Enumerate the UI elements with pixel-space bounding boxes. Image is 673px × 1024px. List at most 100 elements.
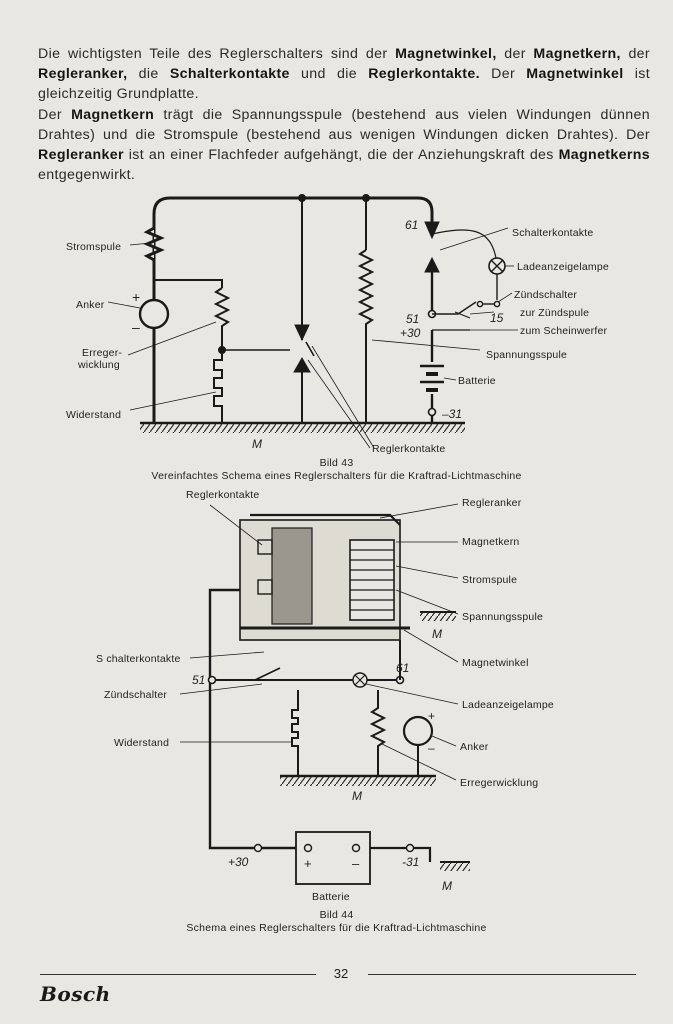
resistor-symbol <box>291 690 299 775</box>
label-stromspule: Stromspule <box>462 574 517 586</box>
text-run: der <box>496 46 534 62</box>
label-erregerwicklung-2: wicklung <box>77 359 120 371</box>
label-widerstand: Widerstand <box>66 409 121 421</box>
label-batterie: Batterie <box>312 891 350 903</box>
bold-term: Magnetwinkel <box>526 66 624 83</box>
bosch-logo: Bosch <box>40 982 111 1006</box>
label-masse: M <box>352 789 362 803</box>
text-run: die <box>127 66 170 83</box>
label-regleranker: Regleranker <box>462 497 522 509</box>
resistor-symbol <box>213 350 223 423</box>
label-widerstand: Widerstand <box>114 737 169 749</box>
label-erregerwicklung: Erregerwicklung <box>460 777 538 789</box>
battery-plus: + <box>304 856 312 871</box>
terminal-label-51: 51 <box>406 312 419 326</box>
label-anker: Anker <box>460 741 489 753</box>
battery-box <box>295 831 371 885</box>
label-ladeanzeigelampe: Ladeanzeigelampe <box>462 699 554 711</box>
text-run: ist gleichzeitig Grundplatte. <box>38 66 650 103</box>
text-run: Die wichtigsten Teile des Reglerschalter… <box>38 46 396 62</box>
label-zum-scheinwerfer: zum Scheinwerfer <box>520 325 608 337</box>
label-zur-zuendspule: zur Zündspule <box>520 307 589 319</box>
bold-term: Magnetwinkel, <box>395 46 497 62</box>
figure-44-caption: Bild 44 Schema eines Reglerschalters für… <box>0 909 673 935</box>
text-run: ist an einer Flachfeder aufgehängt, die … <box>123 147 559 164</box>
terminal-31 <box>405 843 415 853</box>
text-run: Der <box>38 106 72 123</box>
figure-43-title: Vereinfachtes Schema eines Reglerschalte… <box>151 470 522 482</box>
figure-44-schematic: + – + – Reglerkontakte Regleranker Magne… <box>96 489 554 903</box>
label-schalterkontakte: Schalterkontakte <box>512 227 593 239</box>
figure-43-schematic: + – <box>66 194 609 455</box>
terminal-label-61: 61 <box>396 661 409 675</box>
text-run: Der <box>479 66 527 83</box>
terminal-label-51: 51 <box>192 673 205 687</box>
label-masse-2: M <box>432 627 442 641</box>
label-magnetwinkel: Magnetwinkel <box>462 657 529 669</box>
current-coil-symbol <box>143 226 165 262</box>
label-spannungsspule: Spannungsspule <box>462 611 543 623</box>
ignition-switch-symbol <box>432 301 477 315</box>
regulator-contact-arrow <box>293 356 311 373</box>
armature-minus: – <box>428 741 435 755</box>
bold-term: Schalterkontakte <box>169 66 290 83</box>
text-run: entgegenwirkt. <box>38 167 136 184</box>
armature-plus: + <box>428 709 435 723</box>
intro-text: Die wichtigsten Teile des Reglerschalter… <box>38 44 650 185</box>
label-zuendschalter: Zündschalter <box>514 289 577 301</box>
label-masse: M <box>252 437 262 451</box>
figure-44-number: Bild 44 <box>319 909 354 921</box>
label-anker: Anker <box>76 299 105 311</box>
ignition-switch-symbol <box>254 667 281 681</box>
page-number: 32 <box>333 966 349 981</box>
footer-rule-right <box>368 974 636 975</box>
battery-minus: – <box>352 856 360 871</box>
label-reglerkontakte: Reglerkontakte <box>372 443 445 455</box>
bold-term: Magnetkern <box>71 106 155 123</box>
label-zuendschalter: Zündschalter <box>104 689 167 701</box>
label-schalterkontakte: S chalterkontakte <box>96 653 181 665</box>
armature-minus: – <box>132 319 140 335</box>
label-batterie: Batterie <box>458 375 496 387</box>
bold-term: Magnetkern, <box>533 46 621 62</box>
label-magnetkern: Magnetkern <box>462 536 519 548</box>
terminal-label-30: +30 <box>400 326 421 340</box>
intro-paragraph-1: Die wichtigsten Teile des Reglerschalter… <box>38 44 650 105</box>
field-winding-symbol <box>213 287 231 350</box>
label-stromspule: Stromspule <box>66 241 121 253</box>
figure-43-number: Bild 43 <box>319 457 354 469</box>
regulator-armature <box>250 513 401 526</box>
terminal-51 <box>207 675 217 685</box>
label-masse-3: M <box>442 879 452 893</box>
terminal-label-31: -31 <box>402 855 419 869</box>
armature-symbol <box>138 298 170 330</box>
label-erregerwicklung-1: Erreger- <box>82 347 122 359</box>
terminal-label-31: –31 <box>441 407 462 421</box>
voltage-coil-symbol <box>357 249 375 423</box>
intro-paragraph-2: Der Magnetkern trägt die Spannungsspule … <box>38 105 650 186</box>
regulator-contact-arrow <box>294 324 310 342</box>
bold-term: Magnetkerns <box>558 147 650 164</box>
bold-term: Regleranker <box>38 147 124 164</box>
label-spannungsspule: Spannungsspule <box>486 349 567 361</box>
label-reglerkontakte: Reglerkontakte <box>186 489 259 501</box>
terminal-label-30: +30 <box>228 855 249 869</box>
text-run: der <box>620 46 651 62</box>
label-ladeanzeigelampe: Ladeanzeigelampe <box>517 261 609 273</box>
bold-term: Regleranker, <box>38 66 128 83</box>
footer-rule-left <box>40 974 316 975</box>
text-run: trägt die Spannungsspule (bestehend aus … <box>38 106 650 143</box>
ground-hatch <box>140 424 465 433</box>
field-winding-symbol <box>369 690 387 775</box>
bold-term: Reglerkontakte. <box>368 66 480 83</box>
terminal-30 <box>253 843 263 853</box>
terminal-31 <box>427 407 437 417</box>
figure-43-caption: Bild 43 Vereinfachtes Schema eines Regle… <box>0 457 673 483</box>
terminal-label-15: 15 <box>490 311 504 325</box>
terminal-label-61: 61 <box>405 218 418 232</box>
regulator-assembly <box>239 513 410 641</box>
main-wire <box>152 196 434 423</box>
figure-44-title: Schema eines Reglerschalters für die Kra… <box>186 922 487 934</box>
armature-plus: + <box>132 289 140 305</box>
text-run: und die <box>289 66 369 83</box>
